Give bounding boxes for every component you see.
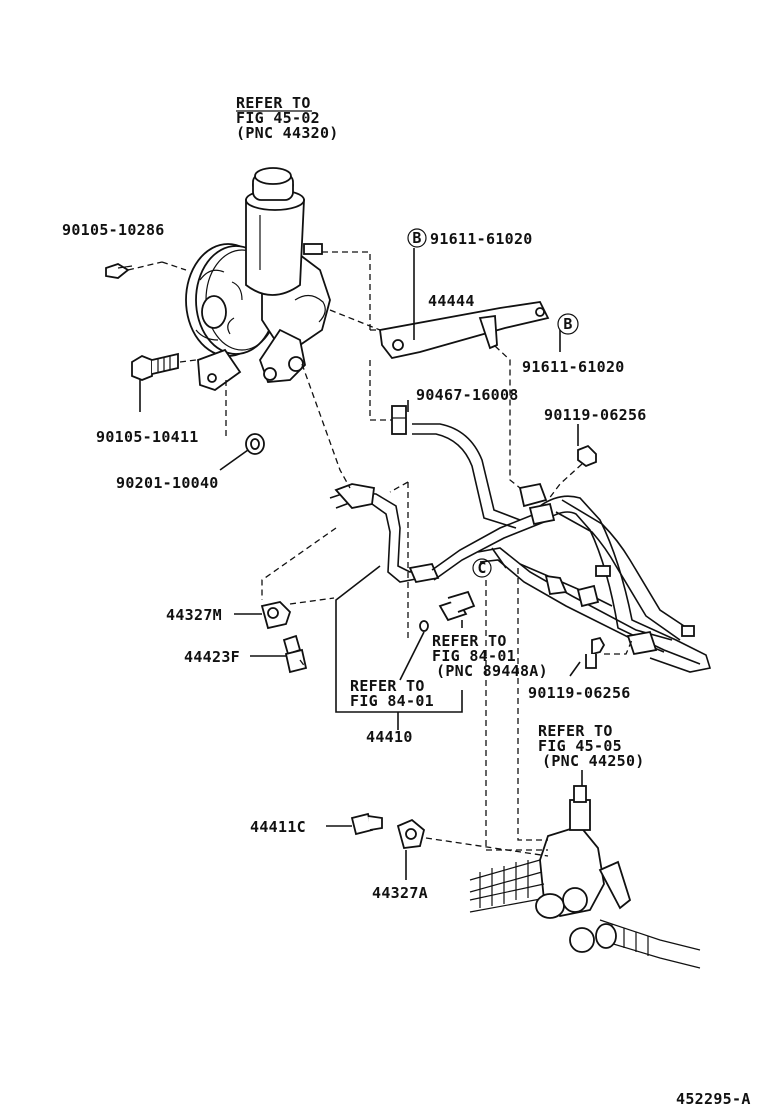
bolt-90119-06256-upper[interactable] [577, 444, 597, 468]
ref-gear-line3: (PNC 44250) [542, 752, 645, 770]
bracket-44444[interactable] [378, 301, 550, 359]
marker-b-top: B [407, 228, 427, 248]
label-90119-06256-lower: 90119-06256 [528, 684, 631, 702]
steering-gear[interactable] [469, 785, 701, 969]
ref-gear-line2: FIG 45-05 [538, 737, 622, 755]
ref-reservoir-line3: (PNC 44320) [236, 124, 339, 142]
union-44423f[interactable] [282, 634, 308, 674]
ref-switch-line2: FIG 84-01 [432, 647, 516, 665]
washer-90201-10040[interactable] [245, 433, 265, 455]
ref-switch-line3: (PNC 89448A) [436, 662, 548, 680]
ref-switch-line1: REFER TO [432, 632, 507, 650]
return-hose[interactable] [412, 423, 712, 673]
clip-90467-16008[interactable] [391, 405, 407, 435]
label-90105-10411: 90105-10411 [96, 428, 199, 446]
clamp-44327m[interactable] [260, 601, 292, 630]
svg-text:B: B [563, 315, 572, 333]
label-44327a: 44327A [372, 884, 428, 902]
reservoir[interactable] [245, 167, 323, 296]
label-90119-06256-upper: 90119-06256 [544, 406, 647, 424]
lower-lines[interactable] [477, 482, 673, 656]
label-91611-61020-right: 91611-61020 [522, 358, 625, 376]
union-44411c[interactable] [350, 812, 383, 836]
pressure-switch[interactable] [419, 590, 476, 632]
label-90105-10286: 90105-10286 [62, 221, 165, 239]
label-90467-16008: 90467-16008 [416, 386, 519, 404]
ref-reservoir-line1: REFER TO [236, 94, 311, 112]
pressure-tube-44410[interactable] [329, 483, 545, 584]
leaders [127, 248, 633, 880]
bolt-90105-10286[interactable] [105, 263, 133, 279]
figure-code: 452295-A [676, 1090, 751, 1108]
marker-b-right: B [557, 313, 579, 335]
ref-gear-line1: REFER TO [538, 722, 613, 740]
clamp-44327a[interactable] [396, 818, 426, 849]
label-44444: 44444 [428, 292, 475, 310]
label-44410: 44410 [366, 728, 413, 746]
bolt-90105-10411[interactable] [131, 352, 179, 381]
power-steering-pump[interactable] [185, 243, 331, 391]
marker-c: C [472, 558, 492, 578]
label-44411c: 44411C [250, 818, 306, 836]
label-91611-61020-top: 91611-61020 [430, 230, 533, 248]
label-44423f: 44423F [184, 648, 240, 666]
ref-reservoir-line2: FIG 45-02 [236, 109, 320, 127]
svg-text:B: B [412, 229, 421, 247]
bolt-90119-06256-lower[interactable] [585, 636, 606, 669]
label-44327m: 44327M [166, 606, 222, 624]
label-90201-10040: 90201-10040 [116, 474, 219, 492]
ref-line-line1: REFER TO [350, 677, 425, 695]
ref-line-line2: FIG 84-01 [350, 692, 434, 710]
svg-text:C: C [477, 559, 486, 577]
